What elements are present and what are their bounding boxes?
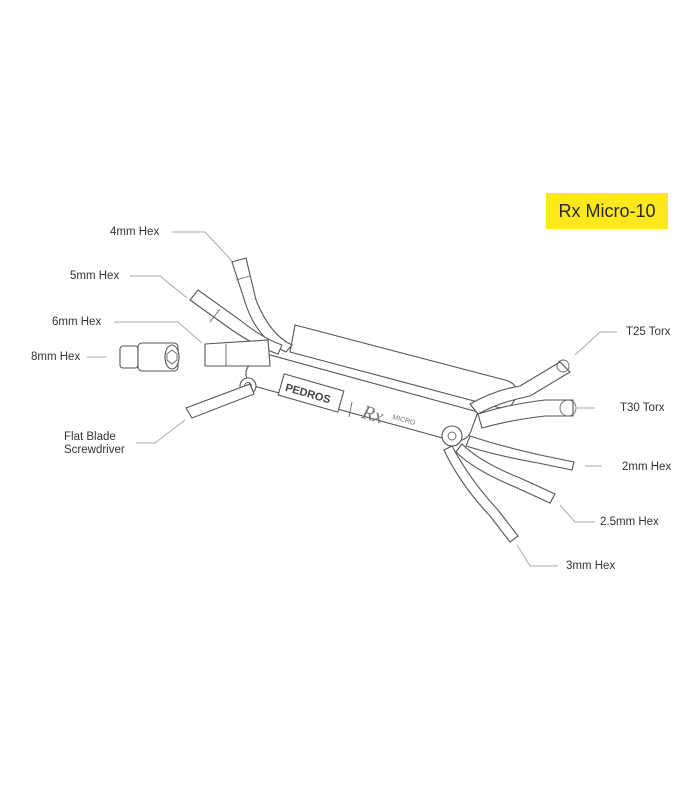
label-2.5mm-hex: 2.5mm Hex [600, 516, 659, 528]
leader-4mm [172, 231, 234, 263]
tool-5mm-hex [189, 289, 283, 355]
label-6mm-hex: 6mm Hex [52, 316, 102, 328]
leader-25mm [559, 504, 595, 523]
label-flat-blade-line2: Screwdriver [64, 444, 125, 456]
tool-2.5mm-hex [455, 443, 556, 504]
leader-5mm [130, 275, 188, 299]
label-5mm-hex: 5mm Hex [70, 270, 120, 282]
product-title-badge: Rx Micro-10 [546, 193, 668, 229]
label-2mm-hex: 2mm Hex [622, 461, 672, 473]
tool-6mm-hex [204, 339, 271, 367]
tool-flat-blade [185, 383, 255, 419]
label-t25-torx: T25 Torx [626, 326, 671, 338]
label-t30-torx: T30 Torx [620, 402, 665, 414]
leader-6mm [114, 321, 203, 344]
leader-flat [136, 419, 186, 444]
label-4mm-hex: 4mm Hex [110, 226, 160, 238]
tool-2mm-hex [465, 435, 575, 471]
tool-3mm-hex [443, 445, 519, 543]
label-flat-blade-line1: Flat Blade [64, 431, 116, 443]
tool-t30-torx [477, 399, 577, 429]
tool-t25-torx [469, 359, 571, 415]
label-3mm-hex: 3mm Hex [566, 560, 616, 572]
leader-3mm [516, 544, 558, 567]
tool-4mm-hex [231, 257, 293, 353]
label-8mm-hex: 8mm Hex [31, 351, 81, 363]
tool-8mm-socket [119, 342, 180, 372]
label-flat-blade: Flat Blade Screwdriver [64, 431, 125, 457]
leader-t25 [574, 331, 617, 356]
